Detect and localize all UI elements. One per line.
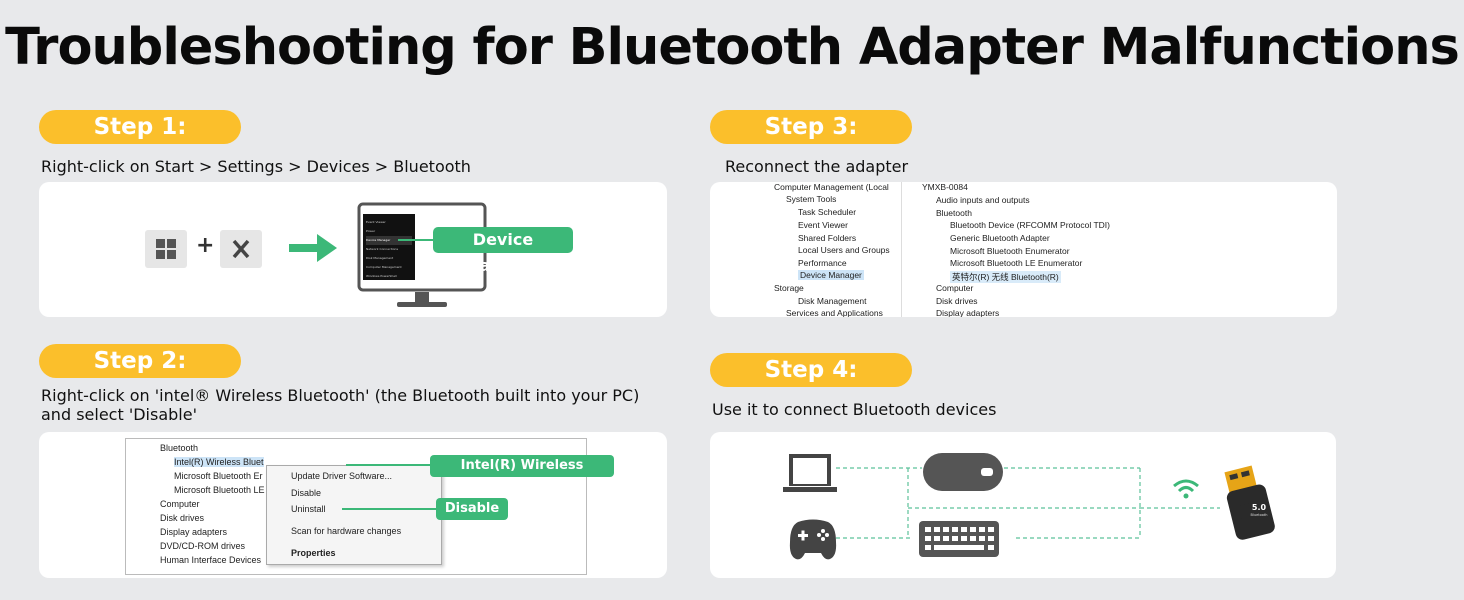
- tree-item: Bluetooth Device (RFCOMM Protocol TDI): [950, 220, 1110, 230]
- mouse-icon: [923, 453, 1003, 491]
- tree-intel-bluetooth: Intel(R) Wireless Bluet: [174, 457, 264, 467]
- connection-lines: [836, 467, 1220, 539]
- menu-item: Network Connections: [366, 247, 399, 251]
- adapter-version-label: 5.0: [1251, 503, 1267, 512]
- step-3-badge: Step 3:: [710, 110, 912, 144]
- callout-line: [342, 508, 438, 510]
- step-3-description: Reconnect the adapter: [725, 157, 909, 176]
- callout-line: [346, 464, 432, 466]
- tree-item: Disk Management: [798, 296, 867, 306]
- callout-line: [398, 239, 434, 241]
- tree-item: Task Scheduler: [798, 207, 857, 217]
- tree-item: YMXB-0084: [922, 182, 968, 192]
- menu-uninstall[interactable]: Uninstall: [291, 504, 326, 514]
- windows-key: [145, 230, 187, 268]
- x-key: [220, 230, 262, 268]
- wireless-signal-icon: [1173, 479, 1199, 499]
- device-manager-callout: Device Manager: [433, 227, 573, 275]
- tree-item: Storage: [774, 283, 804, 293]
- gamepad-icon: [789, 519, 837, 560]
- step-2-badge: Step 2:: [39, 344, 241, 378]
- tree-item: Display adapters: [936, 308, 1000, 317]
- step-4-badge: Step 4:: [710, 353, 912, 387]
- tree-bluetooth: Bluetooth: [160, 443, 199, 453]
- tree-item: Computer: [936, 283, 974, 293]
- step-3-card: Computer Management (Local System Tools …: [710, 182, 1337, 317]
- usb-bluetooth-adapter-icon: [1224, 465, 1275, 540]
- arrow-right-icon: [289, 234, 337, 262]
- tree-item: Computer: [160, 499, 200, 509]
- menu-properties[interactable]: Properties: [291, 548, 336, 558]
- step-1-card: + Event Viewer Power Device Manager Netw…: [39, 182, 667, 317]
- step-2-description-line2: and select 'Disable': [41, 405, 197, 424]
- management-tree: Computer Management (Local System Tools …: [772, 182, 902, 317]
- tree-item: System Tools: [786, 194, 837, 204]
- device-tree: YMXB-0084 Audio inputs and outputs Bluet…: [906, 182, 1166, 317]
- x-letter-icon: [232, 239, 250, 259]
- menu-item: Power: [366, 229, 376, 233]
- step-1-badge: Step 1:: [39, 110, 241, 144]
- tree-item: Computer Management (Local: [774, 182, 889, 192]
- step-2-description-line1: Right-click on 'intel® Wireless Bluetoot…: [41, 386, 640, 405]
- tree-item: Display adapters: [160, 527, 228, 537]
- menu-item: Windows PowerShell: [366, 274, 397, 278]
- menu-item: Computer Management: [366, 265, 402, 269]
- step-2-card: Bluetooth Intel(R) Wireless Bluet Micros…: [39, 432, 667, 578]
- tree-item: Disk drives: [936, 296, 978, 306]
- tree-item: Microsoft Bluetooth LE Enumerator: [950, 258, 1083, 268]
- start-context-menu: Event Viewer Power Device Manager Networ…: [363, 214, 415, 280]
- page-title: Troubleshooting for Bluetooth Adapter Ma…: [5, 18, 1460, 77]
- context-menu: Update Driver Software... Disable Uninst…: [266, 465, 442, 565]
- tree-item: Microsoft Bluetooth Er: [174, 471, 263, 481]
- tree-item: Event Viewer: [798, 220, 848, 230]
- menu-disable[interactable]: Disable: [291, 488, 322, 498]
- keyboard-icon: [919, 521, 999, 557]
- tree-item: Local Users and Groups: [798, 245, 890, 255]
- tree-device-manager: Device Manager: [798, 270, 864, 280]
- tree-item: Bluetooth: [936, 208, 972, 218]
- tree-item: Human Interface Devices: [160, 555, 262, 565]
- tree-intel-bluetooth: 英特尔(R) 无线 Bluetooth(R): [950, 271, 1061, 283]
- adapter-bluetooth-label: Bluetooth: [1250, 513, 1268, 517]
- plus-sign: +: [196, 233, 215, 258]
- windows-logo-icon: [156, 239, 176, 259]
- menu-update-driver[interactable]: Update Driver Software...: [291, 471, 393, 481]
- tree-item: Microsoft Bluetooth Enumerator: [950, 246, 1070, 256]
- tree-item: Disk drives: [160, 513, 205, 523]
- laptop-icon: [783, 454, 837, 492]
- tree-item: Generic Bluetooth Adapter: [950, 233, 1050, 243]
- menu-item: Disk Management: [366, 256, 394, 260]
- menu-item: Event Viewer: [366, 220, 386, 224]
- intel-bluetooth-callout: Intel(R) Wireless Bluetooth: [430, 455, 614, 495]
- tree-item: Audio inputs and outputs: [936, 195, 1030, 205]
- disable-callout: Disable: [436, 498, 508, 520]
- tree-item: Shared Folders: [798, 233, 857, 243]
- step-1-description: Right-click on Start > Settings > Device…: [41, 157, 471, 176]
- tree-item: Performance: [798, 258, 847, 268]
- menu-scan[interactable]: Scan for hardware changes: [291, 526, 402, 536]
- tree-item: DVD/CD-ROM drives: [160, 541, 246, 551]
- tree-item: Microsoft Bluetooth LE: [174, 485, 265, 495]
- device-manager-window: Bluetooth Intel(R) Wireless Bluet Micros…: [125, 438, 614, 575]
- step-4-card: 5.0 Bluetooth: [710, 432, 1336, 578]
- menu-item-device-manager: Device Manager: [366, 236, 412, 245]
- step-4-description: Use it to connect Bluetooth devices: [712, 400, 997, 419]
- tree-item: Services and Applications: [786, 308, 883, 317]
